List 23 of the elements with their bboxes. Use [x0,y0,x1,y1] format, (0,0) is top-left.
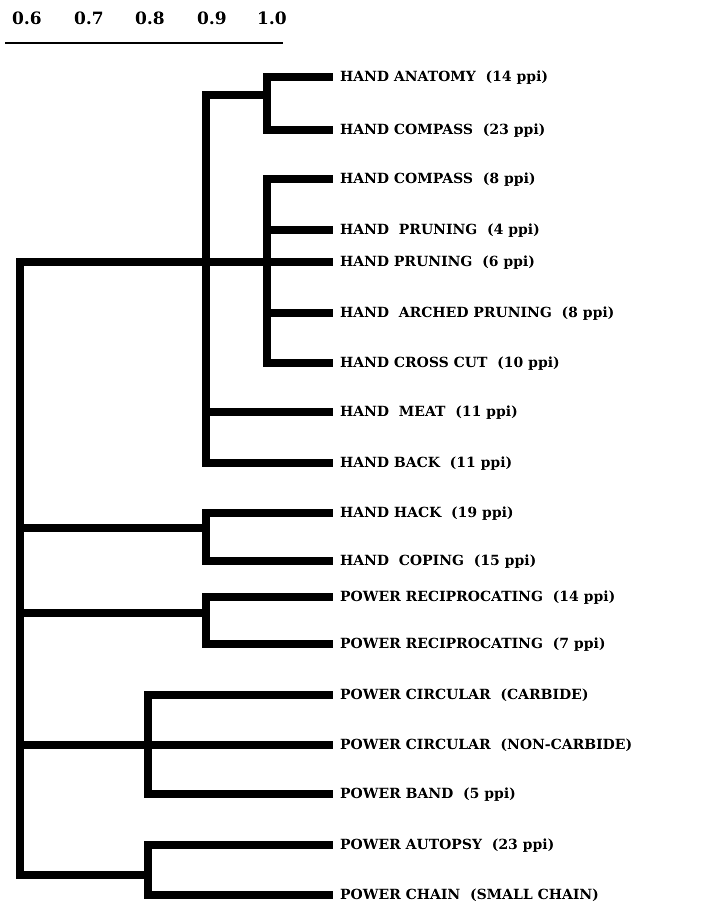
leaf-label: POWER CIRCULAR (NON-CARBIDE) [340,736,632,754]
leaf-label: POWER BAND (5 ppi) [340,785,516,803]
leaf-label: HAND COMPASS (23 ppi) [340,121,546,139]
scale-tick-label: 0.7 [74,10,104,28]
leaf-label: HAND BACK (11 ppi) [340,454,512,472]
leaf-label: HAND MEAT (11 ppi) [340,403,518,421]
leaf-label: POWER CHAIN (SMALL CHAIN) [340,886,599,904]
leaf-label: POWER CIRCULAR (CARBIDE) [340,686,588,704]
leaf-label: POWER RECIPROCATING (7 ppi) [340,635,606,653]
leaf-label: HAND PRUNING (6 ppi) [340,253,535,271]
leaf-label: HAND PRUNING (4 ppi) [340,221,540,239]
leaf-label: HAND CROSS CUT (10 ppi) [340,354,560,372]
leaf-label: POWER RECIPROCATING (14 ppi) [340,588,616,606]
leaf-label: POWER AUTOPSY (23 ppi) [340,836,554,854]
scale-tick-label: 1.0 [257,10,287,28]
leaf-label: HAND COPING (15 ppi) [340,552,536,570]
leaf-label: HAND ANATOMY (14 ppi) [340,68,548,86]
leaf-label: HAND COMPASS (8 ppi) [340,170,536,188]
leaf-label: HAND ARCHED PRUNING (8 ppi) [340,304,614,322]
leaf-label: HAND HACK (19 ppi) [340,504,514,522]
scale-tick-label: 0.9 [197,10,227,28]
scale-tick-label: 0.8 [135,10,165,28]
scale-tick-label: 0.6 [12,10,42,28]
